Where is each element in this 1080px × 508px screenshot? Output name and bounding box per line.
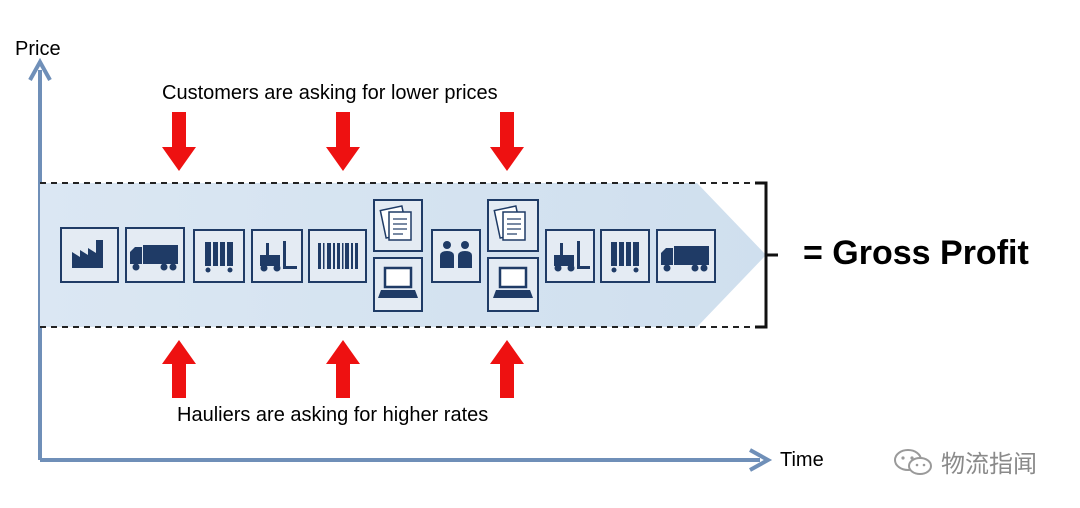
documents-icon — [487, 199, 539, 252]
up-arrows — [162, 340, 524, 398]
value-chain-band — [40, 183, 766, 327]
down-arrow-3 — [490, 112, 524, 171]
up-arrow-3 — [490, 340, 524, 398]
laptop-icon — [373, 257, 423, 312]
process-icons — [60, 199, 716, 312]
barcode-icon — [308, 229, 367, 283]
documents-icon — [373, 199, 423, 252]
up-arrow-2 — [326, 340, 360, 398]
down-arrow-2 — [326, 112, 360, 171]
x-axis-arrowhead — [749, 448, 773, 472]
hauliers-caption: Hauliers are asking for higher rates — [177, 404, 489, 426]
y-axis-label: Price — [15, 38, 61, 60]
truck-icon — [125, 227, 185, 283]
x-axis-label: Time — [780, 449, 824, 471]
y-axis-arrowhead — [28, 57, 52, 81]
pallet-cage-icon — [193, 229, 245, 283]
watermark-text: 物流指闻 — [941, 451, 1037, 478]
customers-caption: Customers are asking for lower prices — [162, 82, 498, 104]
laptop-icon — [487, 257, 539, 312]
gross-profit-label: = Gross Profit — [803, 234, 1029, 272]
forklift-icon — [251, 229, 303, 283]
down-arrow-1 — [162, 112, 196, 171]
watermark: 物流指闻 — [893, 444, 1037, 479]
people-icon — [431, 229, 481, 283]
factory-icon — [60, 227, 119, 283]
down-arrows — [162, 112, 524, 171]
truck-icon — [656, 229, 716, 283]
gross-profit-bracket — [755, 181, 778, 329]
up-arrow-1 — [162, 340, 196, 398]
pallet-cage-icon — [600, 229, 650, 283]
forklift-icon — [545, 229, 595, 283]
wechat-icon — [894, 448, 932, 475]
